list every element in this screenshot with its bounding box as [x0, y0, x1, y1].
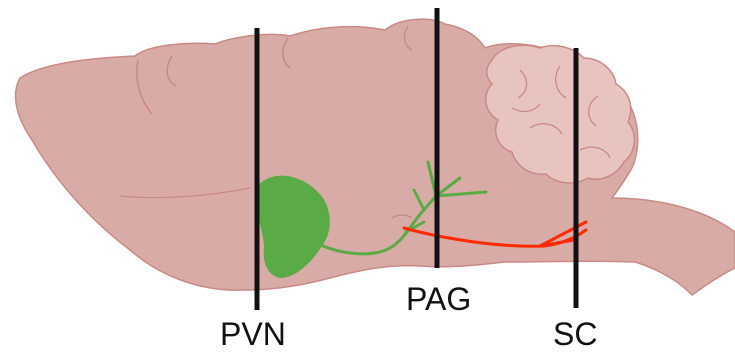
label-sc: SC — [553, 318, 597, 350]
label-pvn: PVN — [220, 318, 286, 350]
label-pag: PAG — [406, 283, 471, 315]
